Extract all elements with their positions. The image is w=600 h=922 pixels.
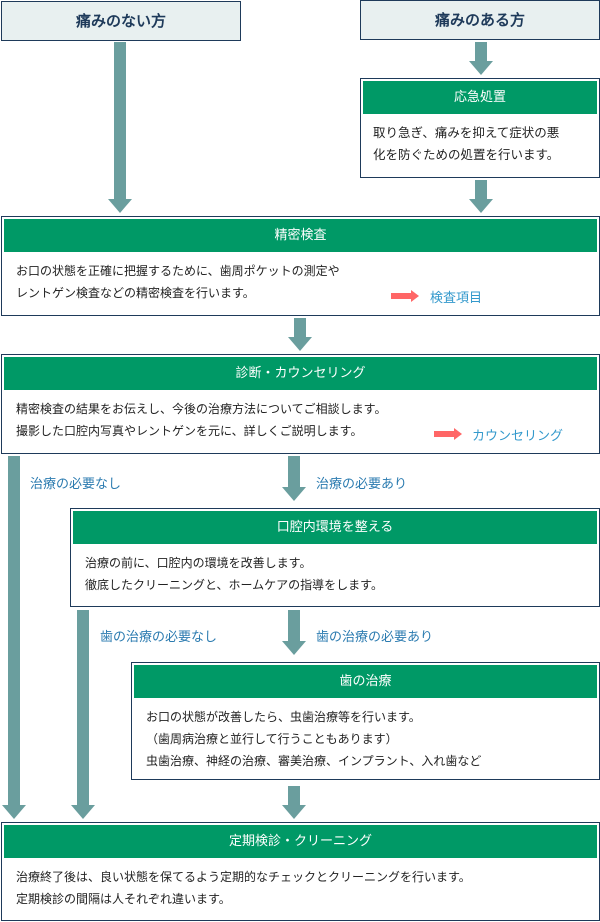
arrow-shaft bbox=[288, 456, 300, 488]
step-text: （歯周病治療と並行して行うこともあります） bbox=[146, 732, 398, 746]
step-text: レントゲン検査などの精密検査を行います。 bbox=[16, 286, 255, 300]
arrow-shaft bbox=[77, 610, 89, 806]
arrow-shaft bbox=[475, 180, 487, 200]
step-text: 徹底したクリーニングと、ホームケアの指導をします。 bbox=[85, 578, 383, 592]
step-environment: 口腔内環境を整える 治療の前に、口腔内の環境を改善します。 徹底したクリーニング… bbox=[70, 508, 600, 607]
branch-label: 歯の治療の必要なし bbox=[100, 630, 218, 645]
step-text: 精密検査の結果をお伝えし、今後の治療方法についてご相談します。 bbox=[16, 402, 387, 416]
step-title: 診断・カウンセリング bbox=[4, 357, 597, 390]
step-exam: 精密検査 お口の状態を正確に把握するために、歯周ポケットの測定や レントゲン検査… bbox=[1, 216, 600, 316]
arrow-down-icon bbox=[282, 805, 306, 819]
arrow-down-icon bbox=[288, 337, 312, 351]
step-treatment: 歯の治療 お口の状態が改善したら、虫歯治療等を行います。 （歯周病治療と並行して… bbox=[131, 662, 600, 780]
arrow-shaft bbox=[114, 42, 126, 200]
start-pain: 痛みのある方 bbox=[360, 0, 600, 40]
step-title: 歯の治療 bbox=[134, 665, 597, 698]
counseling-link[interactable]: カウンセリング bbox=[472, 429, 564, 444]
arrow-down-icon bbox=[469, 61, 493, 75]
arrow-shaft bbox=[288, 786, 300, 806]
step-checkup: 定期検診・クリーニング 治療終了後は、良い状態を保てるよう定期的なチェックとクリ… bbox=[1, 822, 600, 921]
red-arrow-icon bbox=[434, 428, 462, 440]
exam-items-link[interactable]: 検査項目 bbox=[430, 291, 483, 306]
start-no-pain: 痛みのない方 bbox=[1, 1, 241, 41]
arrow-down-icon bbox=[2, 805, 26, 819]
step-text: お口の状態が改善したら、虫歯治療等を行います。 bbox=[146, 710, 421, 724]
arrow-shaft bbox=[8, 456, 20, 806]
step-text: お口の状態を正確に把握するために、歯周ポケットの測定や bbox=[16, 264, 340, 278]
arrow-shaft bbox=[288, 610, 300, 642]
arrow-shaft bbox=[294, 318, 306, 338]
step-text: 治療終了後は、良い状態を保てるよう定期的なチェックとクリーニングを行います。 bbox=[16, 870, 471, 884]
step-title: 精密検査 bbox=[4, 219, 597, 252]
step-diagnosis: 診断・カウンセリング 精密検査の結果をお伝えし、今後の治療方法についてご相談しま… bbox=[1, 354, 600, 454]
arrow-down-icon bbox=[282, 641, 306, 655]
arrow-shaft bbox=[475, 42, 487, 62]
branch-label: 治療の必要なし bbox=[30, 477, 122, 492]
arrow-down-icon bbox=[282, 487, 306, 501]
arrow-down-icon bbox=[108, 199, 132, 213]
step-title: 口腔内環境を整える bbox=[73, 511, 597, 544]
step-text: 定期検診の間隔は人それぞれ違います。 bbox=[16, 892, 231, 906]
step-text: 撮影した口腔内写真やレントゲンを元に、詳しくご説明します。 bbox=[16, 424, 363, 438]
arrow-down-icon bbox=[469, 199, 493, 213]
arrow-down-icon bbox=[71, 805, 95, 819]
step-title: 応急処置 bbox=[363, 81, 597, 114]
branch-label: 歯の治療の必要あり bbox=[316, 630, 434, 645]
branch-label: 治療の必要あり bbox=[316, 477, 408, 492]
red-arrow-icon bbox=[391, 290, 419, 302]
step-text: 虫歯治療、神経の治療、審美治療、インプラント、入れ歯など bbox=[146, 754, 482, 768]
step-title: 定期検診・クリーニング bbox=[4, 825, 597, 858]
step-text: 治療の前に、口腔内の環境を改善します。 bbox=[85, 556, 312, 570]
step-emergency: 応急処置 取り急ぎ、痛みを抑えて症状の悪 化を防ぐための処置を行います。 bbox=[360, 78, 600, 178]
step-text: 化を防ぐための処置を行います。 bbox=[373, 147, 560, 162]
step-text: 取り急ぎ、痛みを抑えて症状の悪 bbox=[373, 125, 560, 140]
